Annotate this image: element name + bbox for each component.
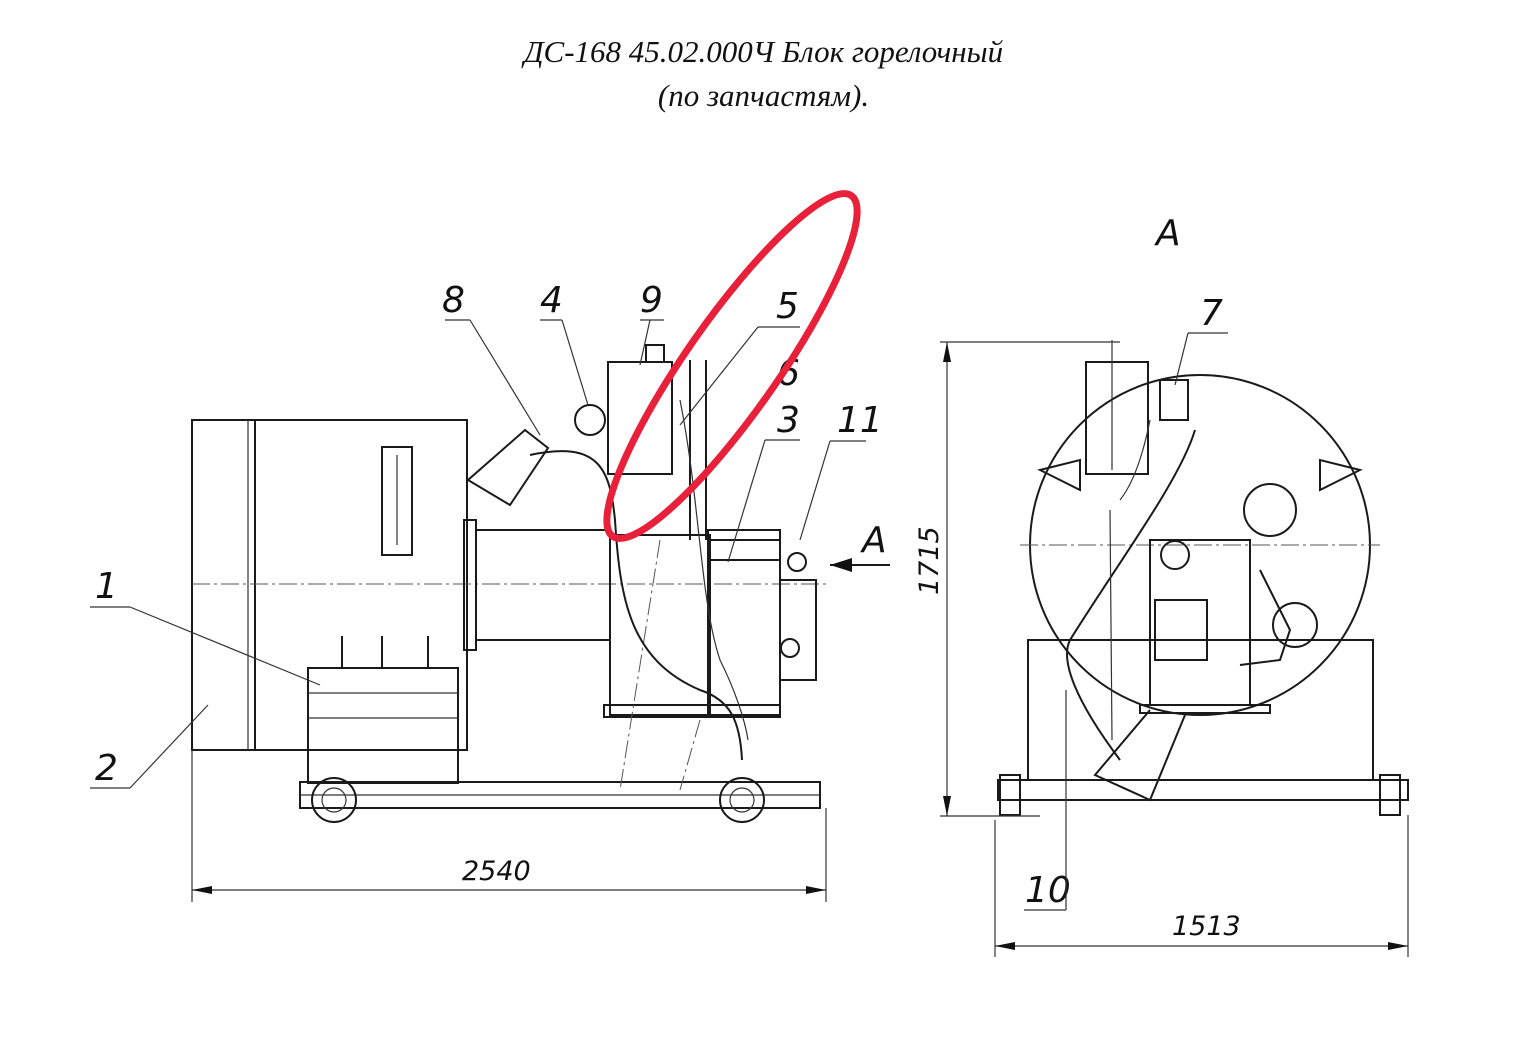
dimension-length: 2540 bbox=[191, 750, 827, 902]
title-line-2: (по запчастям). bbox=[657, 78, 870, 113]
view-label-a: A bbox=[1154, 213, 1181, 254]
arrow-label-a: A bbox=[860, 520, 887, 561]
front-callouts: 7 10 bbox=[1024, 293, 1228, 911]
wheel-right bbox=[719, 777, 765, 823]
nozzle-8 bbox=[466, 428, 550, 507]
callout-5: 5 bbox=[776, 286, 799, 327]
callout-4: 4 bbox=[540, 280, 563, 321]
dimension-height: 1715 bbox=[914, 341, 1120, 817]
dim-width: 1513 bbox=[1172, 911, 1241, 942]
drum-body bbox=[191, 419, 468, 751]
dimension-width: 1513 bbox=[994, 815, 1409, 957]
tank-9 bbox=[607, 361, 673, 475]
wheel-left bbox=[311, 777, 357, 823]
callout-8: 8 bbox=[442, 280, 465, 321]
dim-length: 2540 bbox=[462, 856, 531, 887]
callout-11: 11 bbox=[837, 400, 883, 441]
highlight-ellipse bbox=[603, 190, 861, 542]
dim-height: 1715 bbox=[914, 526, 945, 595]
front-view: A bbox=[997, 213, 1409, 816]
side-view bbox=[191, 344, 890, 823]
tank-front bbox=[1085, 361, 1149, 475]
callout-9: 9 bbox=[640, 280, 663, 321]
callout-6: 6 bbox=[777, 353, 800, 394]
callout-10: 10 bbox=[1025, 870, 1071, 911]
tank-box bbox=[307, 667, 459, 784]
burner-housing bbox=[609, 534, 711, 716]
drawing-title: ДС-168 45.02.000Ч Блок горелочный (по за… bbox=[0, 30, 1527, 118]
callout-3: 3 bbox=[777, 400, 800, 441]
callout-1: 1 bbox=[95, 566, 118, 607]
callout-7: 7 bbox=[1200, 293, 1223, 334]
side-callouts: 1 2 8 4 9 5 6 3 11 A bbox=[90, 280, 887, 789]
callout-2: 2 bbox=[95, 748, 118, 789]
title-line-1: ДС-168 45.02.000Ч Блок горелочный bbox=[523, 34, 1004, 69]
